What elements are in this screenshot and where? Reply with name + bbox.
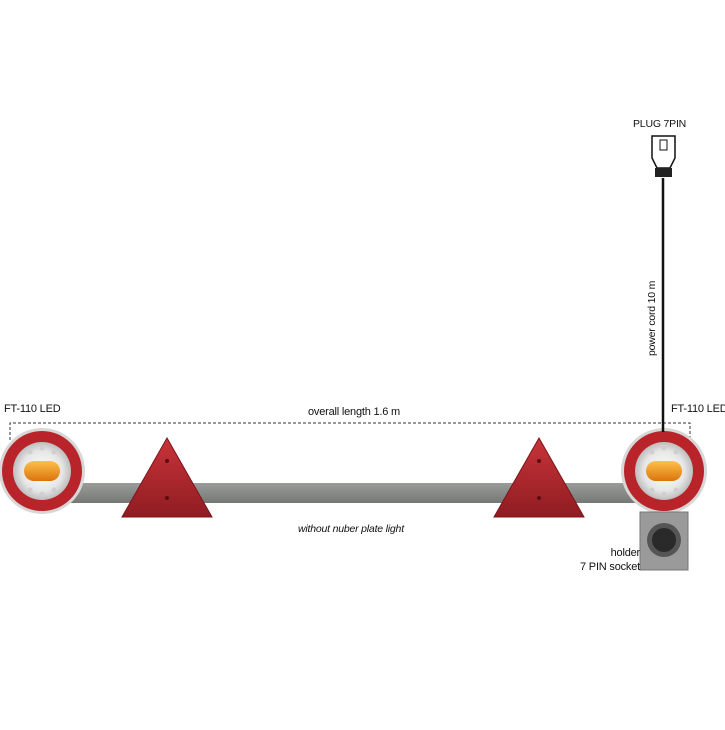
holder-label-line1: holder — [610, 547, 641, 559]
no-plate-light-label: without nuber plate light — [298, 523, 404, 535]
right-warning-triangle — [493, 436, 585, 518]
right-lamp-label: FT-110 LED — [671, 403, 725, 415]
right-lamp — [621, 428, 707, 514]
overall-length-dimension — [9, 422, 691, 440]
overall-length-label: overall length 1.6 m — [308, 406, 400, 418]
left-lamp — [0, 428, 85, 514]
holder-label-line2: 7 PIN socket — [580, 561, 640, 573]
plug-7pin — [651, 135, 676, 177]
left-lamp-label: FT-110 LED — [4, 403, 61, 415]
plug-label: PLUG 7PIN — [633, 118, 687, 130]
socket-holder — [639, 511, 689, 571]
left-warning-triangle — [121, 436, 213, 518]
holder-label: holder 7 PIN socket — [580, 546, 640, 574]
power-cord-label: power cord 10 m — [646, 280, 658, 356]
